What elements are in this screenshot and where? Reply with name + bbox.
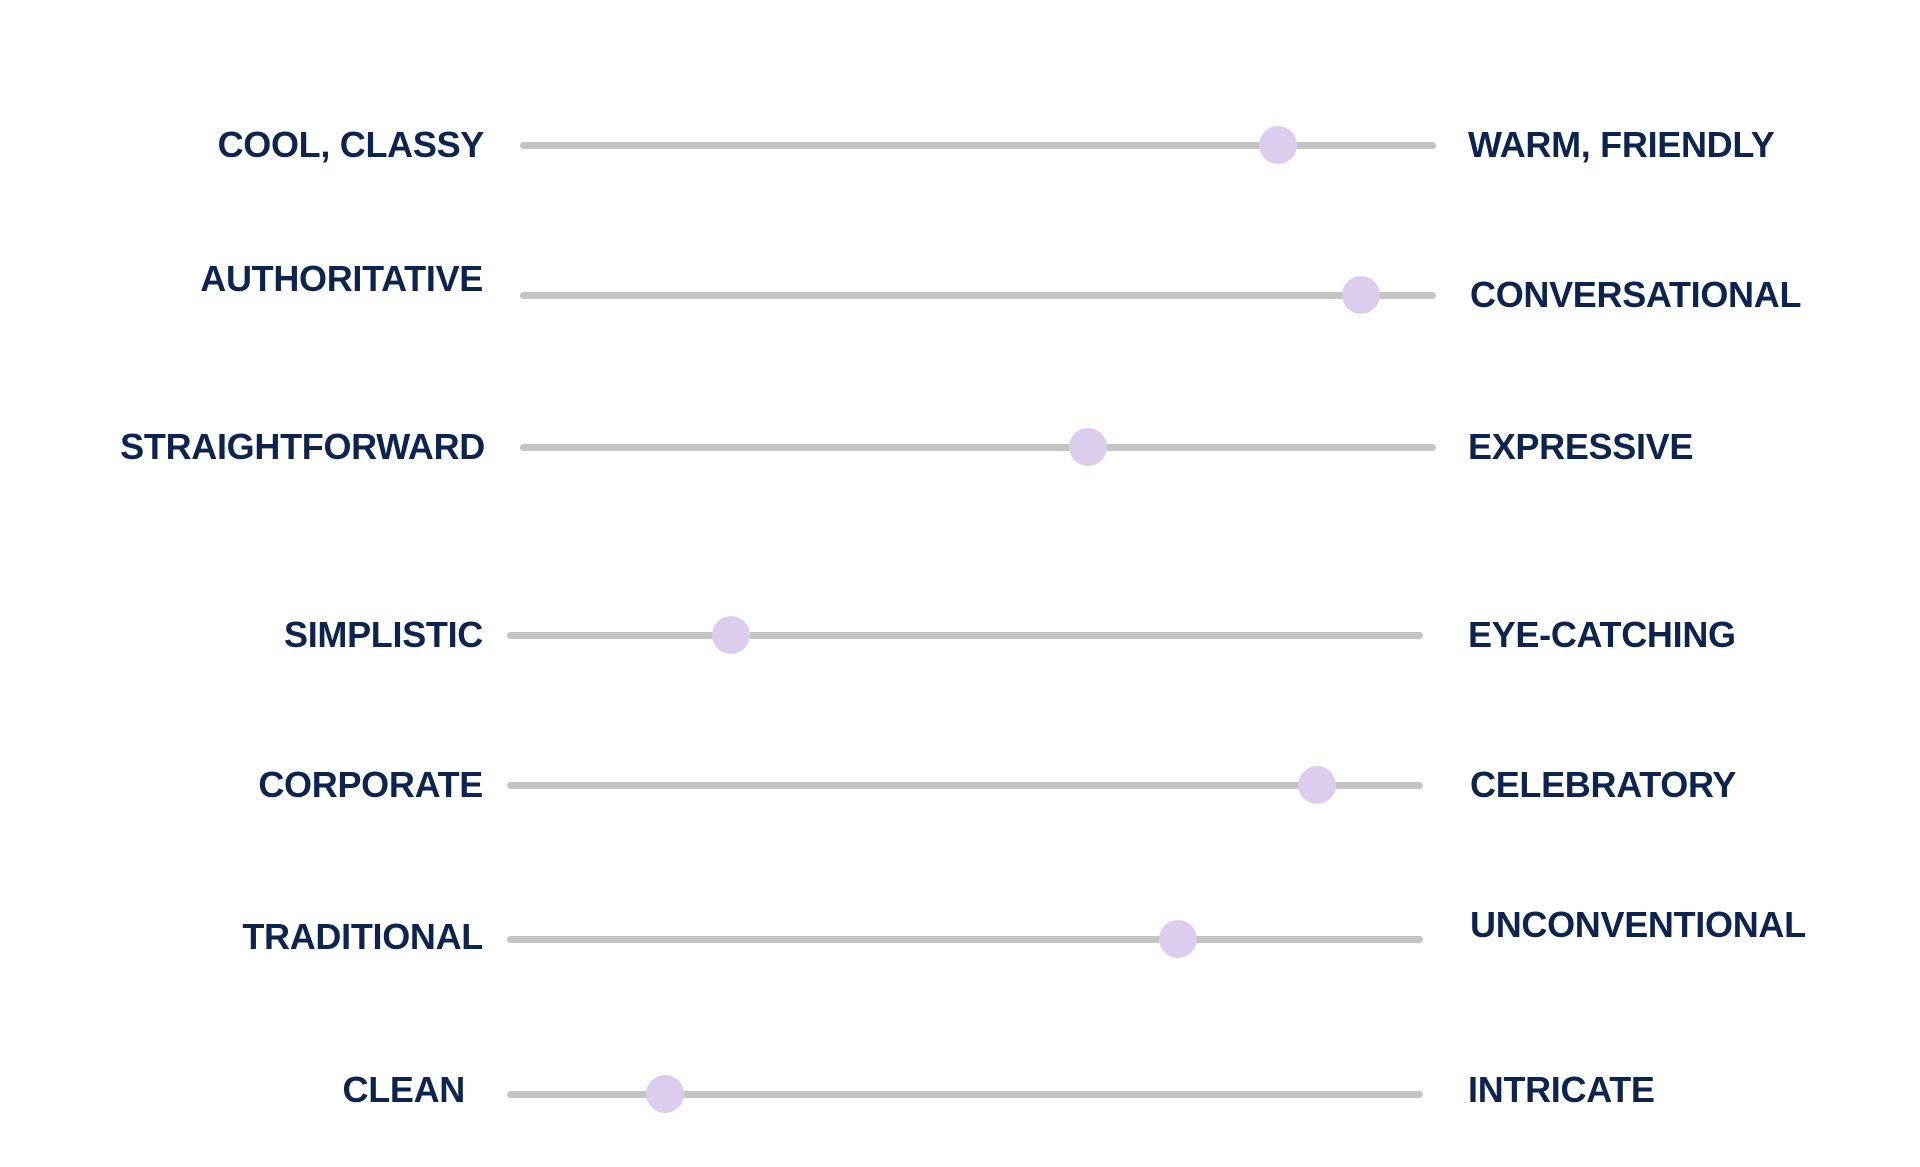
scale-left-label: CORPORATE (258, 764, 483, 805)
slider-thumb[interactable] (1158, 920, 1197, 958)
scale-row-simplistic-eye-catching: SIMPLISTIC EYE-CATCHING (0, 605, 1920, 665)
scale-row-corporate-celebratory: CORPORATE CELEBRATORY (0, 755, 1920, 815)
slider-thumb[interactable] (712, 616, 751, 654)
scale-left-label: AUTHORITATIVE (200, 258, 483, 299)
slider-track[interactable] (507, 920, 1423, 958)
scale-right-label: EYE-CATCHING (1468, 614, 1736, 655)
scale-right-label: CELEBRATORY (1470, 764, 1737, 805)
scale-row-clean-intricate: CLEAN INTRICATE (0, 1064, 1920, 1124)
slider-thumb[interactable] (646, 1075, 685, 1113)
slider-thumb[interactable] (1297, 766, 1336, 804)
scale-left-label: TRADITIONAL (242, 916, 483, 957)
scale-right-label: WARM, FRIENDLY (1468, 124, 1775, 165)
slider-track[interactable] (507, 616, 1423, 654)
slider-thumb[interactable] (1258, 126, 1297, 164)
slider-track[interactable] (520, 428, 1436, 466)
slider-thumb[interactable] (1341, 276, 1380, 314)
slider-track[interactable] (507, 766, 1423, 804)
scale-left-label: COOL, CLASSY (217, 124, 485, 165)
scale-right-label: INTRICATE (1468, 1069, 1655, 1110)
scale-left-label: CLEAN (342, 1069, 466, 1110)
scale-right-label: UNCONVENTIONAL (1470, 904, 1806, 945)
scale-row-authoritative-conversational: AUTHORITATIVE CONVERSATIONAL (0, 261, 1920, 325)
slider-thumb[interactable] (1068, 428, 1107, 466)
scale-right-label: EXPRESSIVE (1468, 426, 1694, 467)
scale-right-label: CONVERSATIONAL (1470, 274, 1802, 315)
scale-left-label: STRAIGHTFORWARD (120, 426, 485, 467)
slider-track[interactable] (520, 126, 1436, 164)
scale-row-cool-warm: COOL, CLASSY WARM, FRIENDLY (0, 115, 1920, 175)
slider-track[interactable] (520, 276, 1436, 314)
scale-row-traditional-unconventional: TRADITIONAL UNCONVENTIONAL (0, 904, 1920, 969)
scale-row-straightforward-expressive: STRAIGHTFORWARD EXPRESSIVE (0, 417, 1920, 477)
slider-track[interactable] (507, 1075, 1423, 1113)
scale-left-label: SIMPLISTIC (283, 614, 483, 655)
